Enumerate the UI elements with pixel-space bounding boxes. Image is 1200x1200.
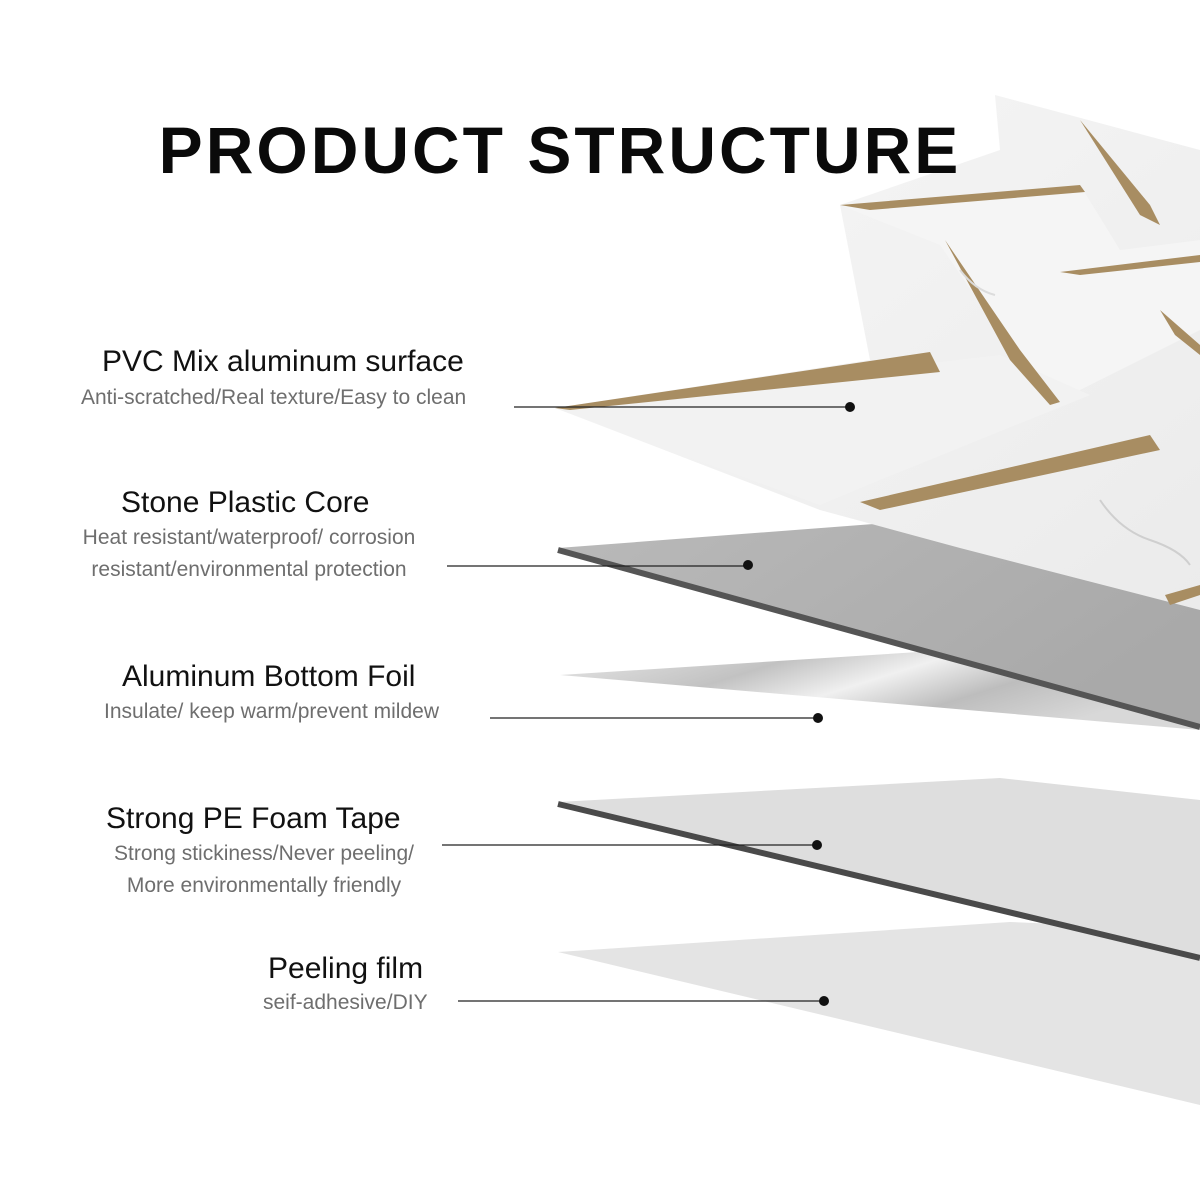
pe-foam-tape-layer	[558, 778, 1200, 960]
gold-strip	[1080, 120, 1160, 225]
layer-name-aluminum-foil: Aluminum Bottom Foil	[122, 660, 416, 693]
leader-lines	[442, 402, 855, 1006]
leader-dot-foam	[812, 840, 822, 850]
gold-strip	[1060, 255, 1200, 275]
layer-desc-line: Heat resistant/waterproof/ corrosion	[82, 526, 416, 549]
layer-name-peeling-film: Peeling film	[268, 952, 424, 985]
gold-strip	[1160, 310, 1200, 355]
layer-desc-stone-core: Heat resistant/waterproof/ corrosion res…	[63, 522, 435, 586]
layer-name-stone-core: Stone Plastic Core	[121, 486, 370, 519]
leader-dot-pvc	[845, 402, 855, 412]
peeling-film-layer	[558, 922, 1200, 1105]
leader-dot-film	[819, 996, 829, 1006]
gold-strip	[945, 240, 1060, 405]
leader-dot-core	[743, 560, 753, 570]
pe-foam-tape-edge	[557, 801, 1200, 961]
gold-strip	[840, 185, 1085, 210]
page-title: PRODUCT STRUCTURE	[158, 113, 962, 187]
layer-name-pe-foam: Strong PE Foam Tape	[106, 802, 401, 835]
layer-desc-pe-foam: Strong stickiness/Never peeling/ More en…	[98, 838, 430, 902]
gold-strip	[555, 352, 940, 410]
layer-desc-peeling-film: seif-adhesive/DIY	[263, 991, 428, 1014]
stone-plastic-core-edge	[557, 547, 1200, 730]
layer-desc-line: More environmentally friendly	[126, 874, 402, 897]
layer-desc-line: Strong stickiness/Never peeling/	[114, 842, 414, 865]
pvc-surface-tile	[555, 95, 1200, 610]
layer-desc-pvc-surface: Anti-scratched/Real texture/Easy to clea…	[81, 386, 467, 409]
layer-desc-line: resistant/environmental protection	[91, 558, 407, 581]
gold-strip	[860, 435, 1160, 510]
layer-desc-aluminum-foil: Insulate/ keep warm/prevent mildew	[104, 700, 439, 723]
gold-strip	[1165, 585, 1200, 605]
leader-dot-foil	[813, 713, 823, 723]
layer-name-pvc-surface: PVC Mix aluminum surface	[102, 345, 464, 378]
